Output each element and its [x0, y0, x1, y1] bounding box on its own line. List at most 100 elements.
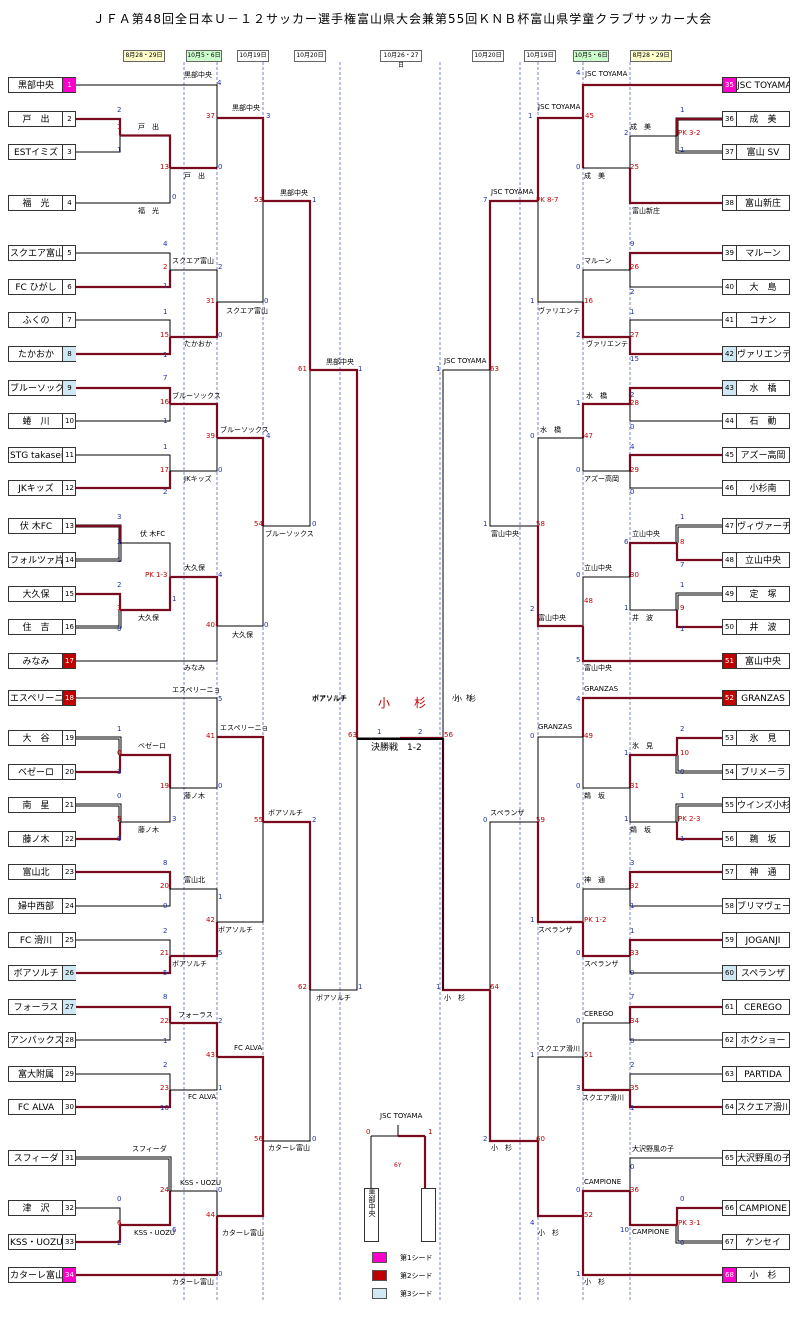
team-number: 18	[62, 691, 76, 705]
match-score: 1	[163, 443, 168, 451]
bracket-line	[581, 1189, 630, 1216]
match-score: 2	[163, 263, 168, 271]
bracket-line	[537, 736, 583, 822]
bracket-line	[76, 270, 172, 289]
team-number: 14	[62, 553, 76, 567]
match-score: 58	[536, 520, 545, 528]
winner-label: 小 杉	[452, 694, 473, 702]
team-name: 福 光	[22, 199, 50, 209]
match-score: 0	[163, 902, 168, 910]
match-score: 0	[172, 193, 177, 201]
team-name: 大久保	[22, 590, 50, 600]
match-score: 1	[576, 399, 581, 407]
final-left-name: ボアソルチ	[312, 695, 347, 703]
team-58[interactable]: ブリマヴェーラ58	[722, 898, 790, 914]
match-score: 9	[630, 240, 635, 248]
team-14[interactable]: フォルツァ片口14	[8, 552, 76, 568]
team-9[interactable]: ブルーソックス9	[8, 380, 76, 396]
match-score: 51	[584, 1051, 593, 1059]
winner-label: カターレ富山	[268, 1144, 310, 1152]
match-score: 1	[680, 146, 685, 154]
bracket-line	[629, 577, 677, 611]
bracket-line	[76, 1073, 171, 1090]
team-number: 47	[723, 519, 737, 533]
team-47[interactable]: ヴィヴァーチェ47	[722, 518, 790, 534]
date-header: 10月20日	[472, 50, 504, 62]
mini-right-score: 1	[428, 1128, 433, 1136]
winner-label: 小 杉	[444, 994, 465, 1002]
team-18[interactable]: エスペリーニョ18	[8, 690, 76, 706]
team-name: 水 橋	[749, 384, 777, 394]
team-number: 46	[723, 481, 737, 495]
bracket-line	[582, 269, 630, 302]
team-name: GRANZAS	[741, 694, 785, 704]
winner-label: 黒部中央	[232, 104, 260, 112]
match-score: PK 1-3	[145, 571, 168, 579]
winner-label: 大久保	[184, 564, 205, 572]
